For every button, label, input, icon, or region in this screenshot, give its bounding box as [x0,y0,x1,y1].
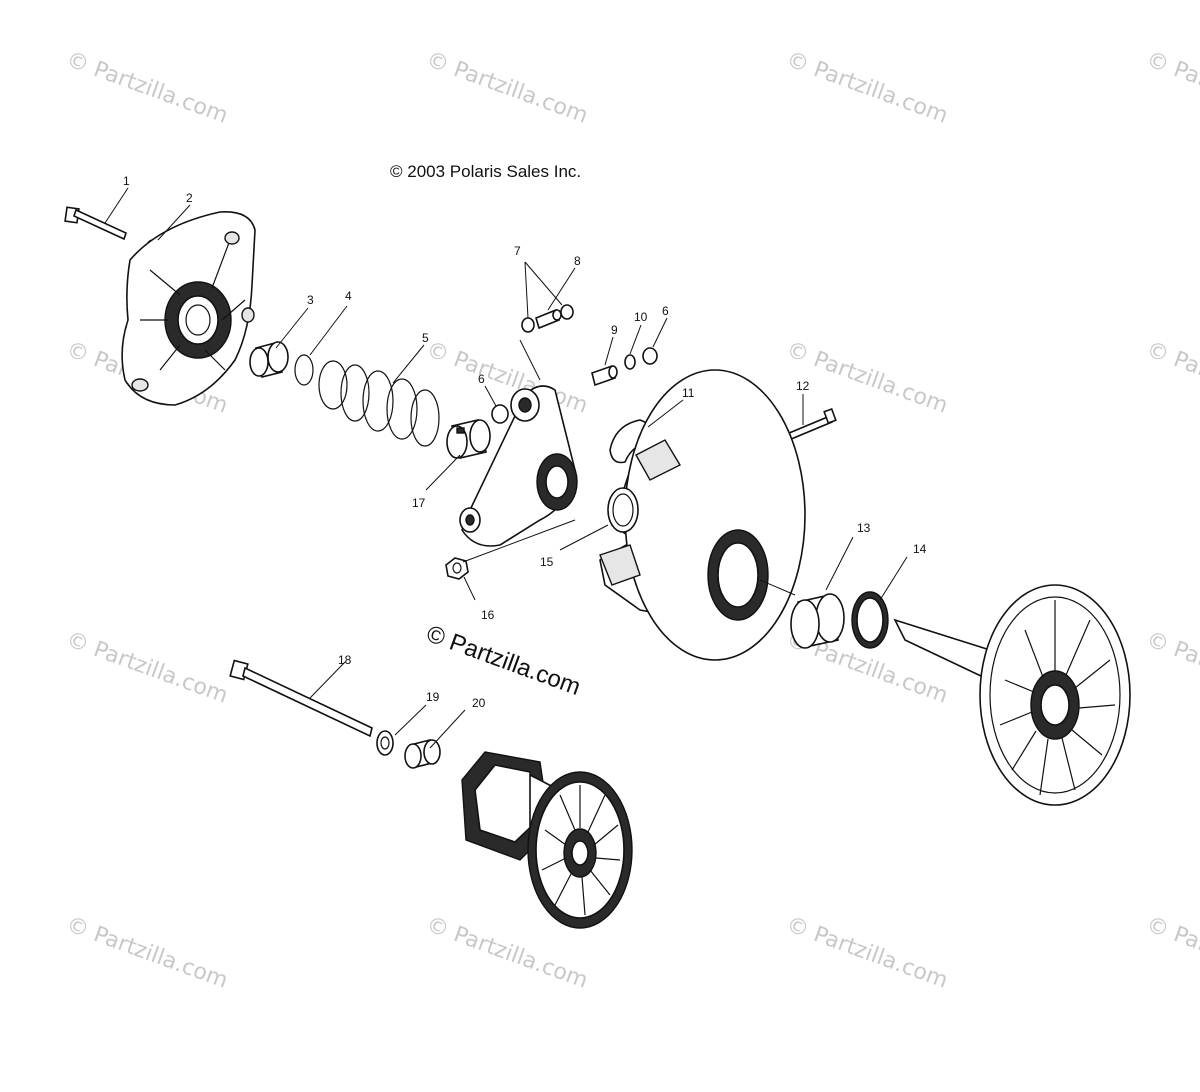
part-cover-cap [121,211,256,406]
callout-5: 5 [422,331,429,345]
watermark: © Partzilla.com [423,47,591,129]
watermark: © Partzilla.com [1143,912,1200,994]
callout-19: 19 [426,690,440,704]
part-19-washer [376,730,394,756]
watermark: © Partzilla.com [63,627,231,709]
callout-4: 4 [345,289,352,303]
part-1-bolt [64,206,127,241]
part-16-nut [445,557,469,580]
part-moveable-sheave [599,369,806,661]
callout-14: 14 [913,542,927,556]
part-6-roller-left [491,404,509,424]
callout-11: 11 [682,386,695,400]
part-5-spring [318,360,440,447]
callout-2: 2 [186,191,193,205]
callout-3: 3 [307,293,314,307]
part-4-ring [294,354,314,386]
part-7-washers [521,304,574,333]
part-12-bolt [781,407,837,444]
callout-18: 18 [338,653,352,667]
part-spider-arm [459,385,578,547]
watermark: © Partzilla.com [423,337,591,419]
watermark: © Partzilla.com [783,47,951,129]
part-3-bushing [249,341,289,378]
part-20-spacer [404,739,441,769]
center-watermark: © Partzilla.com [423,620,584,701]
callout-7: 7 [514,244,521,258]
assembled-clutch [461,751,633,929]
watermark: © Partzilla.com [1143,627,1200,709]
part-15-ring [607,487,639,533]
callout-1: 1 [123,174,130,188]
part-13-bushing [790,593,845,649]
part-8-pin [535,308,562,330]
part-6-roller-right [642,347,658,365]
part-9-pin [591,364,618,387]
watermark: © Partzilla.com [63,47,231,129]
callout-10: 10 [634,310,648,324]
part-10-washer [624,354,636,370]
copyright-caption: © 2003 Polaris Sales Inc. [390,162,581,181]
part-18-bolt [229,659,373,738]
callout-17: 17 [412,496,426,510]
part-14-seal [851,591,889,649]
callout-6-left: 6 [478,372,485,386]
part-fixed-sheave [893,584,1131,806]
watermark: © Partzilla.com [783,337,951,419]
watermark: © Partzilla.com [63,912,231,994]
callout-12: 12 [796,379,810,393]
callout-13: 13 [857,521,871,535]
callout-15: 15 [540,555,554,569]
callout-20: 20 [472,696,486,710]
callouts: 1 2 3 4 5 6 6 7 8 9 10 11 12 13 14 15 16… [123,174,927,710]
leader-lines [104,187,908,749]
watermark: © Partzilla.com [1143,47,1200,129]
callout-8: 8 [574,254,581,268]
watermark: © Partzilla.com [1143,337,1200,419]
callout-6-right: 6 [662,304,669,318]
callout-16: 16 [481,608,495,622]
part-17-bushing [446,419,491,459]
callout-9: 9 [611,323,618,337]
watermark: © Partzilla.com [783,912,951,994]
